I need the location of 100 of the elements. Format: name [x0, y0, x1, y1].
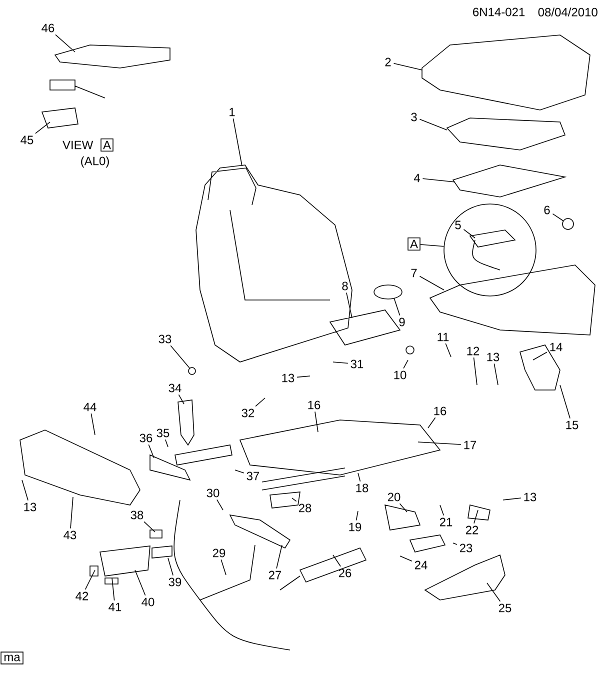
- leader-line: [422, 178, 456, 182]
- callout-number: 27: [268, 570, 282, 580]
- leader-line: [474, 510, 478, 524]
- leader-line: [90, 413, 96, 436]
- leader-line: [332, 362, 348, 364]
- leader-line: [532, 352, 548, 360]
- leader-line: [178, 394, 184, 404]
- callout-number: 9: [399, 318, 405, 326]
- leader-line: [418, 442, 462, 445]
- corner-tag: ma: [0, 652, 24, 664]
- callout-number: 34: [168, 384, 182, 392]
- callout-number: 35: [156, 428, 170, 438]
- drawing-number: 6N14-021: [473, 8, 525, 16]
- callout-number: 3: [411, 112, 417, 122]
- leader-line: [168, 558, 174, 576]
- callout-number: 29: [212, 548, 226, 558]
- callout-number: 7: [411, 268, 417, 278]
- leader-line: [296, 376, 310, 378]
- leader-line: [473, 357, 478, 386]
- callout-number: 38: [130, 510, 144, 520]
- callout-number: 16: [308, 400, 320, 410]
- reference-letter: A: [100, 138, 114, 152]
- reference-letter: A: [408, 237, 420, 251]
- callout-number: 32: [242, 408, 254, 418]
- callout-number: 18: [356, 484, 368, 492]
- leader-line: [486, 582, 501, 602]
- callout-number: 25: [498, 604, 512, 612]
- callout-number: 46: [42, 24, 54, 32]
- callout-number: 30: [206, 488, 220, 498]
- view-label: VIEW: [62, 140, 94, 150]
- leader-line: [560, 384, 570, 419]
- leader-line: [134, 570, 146, 596]
- callout-number: 6: [544, 206, 550, 214]
- leader-line: [216, 499, 224, 510]
- callout-number: 13: [282, 374, 294, 382]
- callout-number: 22: [466, 526, 478, 534]
- leader-line: [419, 118, 448, 130]
- leader-line: [419, 276, 444, 290]
- callout-number: 23: [460, 544, 472, 552]
- callout-number: 13: [524, 492, 536, 502]
- leader-line: [220, 559, 226, 576]
- callout-number: 39: [168, 578, 182, 586]
- leader-line: [255, 398, 266, 407]
- callout-number: 14: [550, 342, 562, 352]
- leader-line: [232, 118, 242, 166]
- callout-number: 41: [108, 602, 122, 612]
- option-code: (AL0): [81, 156, 109, 168]
- leader-line: [170, 345, 190, 368]
- callout-number: 4: [414, 174, 420, 182]
- leader-line: [164, 439, 168, 448]
- callout-number: 5: [455, 220, 461, 230]
- callout-number: 8: [342, 282, 348, 290]
- leader-line: [84, 570, 96, 590]
- leader-line: [358, 472, 361, 482]
- leader-line: [552, 213, 564, 222]
- leader-line: [420, 244, 444, 247]
- leader-line: [400, 556, 412, 562]
- callout-number: 17: [464, 440, 476, 450]
- leader-line: [452, 542, 458, 545]
- leader-line: [276, 544, 282, 569]
- detail-circle: [444, 204, 536, 296]
- leader-line: [55, 34, 76, 52]
- leader-line: [399, 503, 408, 512]
- leader-line: [428, 417, 436, 428]
- callout-number: 28: [298, 504, 312, 512]
- callout-number: 44: [84, 402, 96, 412]
- leader-line: [403, 360, 408, 369]
- leader-line: [445, 343, 452, 358]
- leader-line: [332, 554, 341, 567]
- callout-number: 13: [24, 502, 36, 512]
- leader-line: [440, 504, 444, 516]
- callout-number: 40: [142, 598, 154, 606]
- leader-line: [356, 510, 358, 521]
- leader-line: [393, 62, 422, 70]
- callout-number: 37: [246, 472, 260, 480]
- callout-number: 1: [230, 108, 235, 116]
- callout-number: 43: [64, 530, 76, 540]
- leader-line: [346, 292, 352, 318]
- callout-number: 33: [158, 334, 172, 344]
- callout-number: 11: [438, 332, 449, 342]
- callout-number: 31: [350, 360, 364, 368]
- leader-line: [394, 298, 400, 316]
- callout-number: 15: [566, 420, 578, 430]
- bolt: [188, 367, 196, 375]
- leader-line: [314, 411, 318, 432]
- leader-line: [463, 228, 476, 238]
- leader-line: [292, 498, 297, 502]
- leader-line: [35, 122, 50, 134]
- callout-number: 12: [467, 346, 480, 356]
- leader-line: [22, 480, 28, 501]
- leader-line: [494, 363, 498, 386]
- leader-line: [70, 496, 74, 529]
- callout-number: 2: [385, 58, 391, 66]
- callout-number: 20: [388, 492, 400, 502]
- leader-line: [112, 578, 115, 601]
- callout-number: 45: [20, 136, 34, 144]
- callout-number: 16: [434, 406, 446, 416]
- leader-line: [502, 498, 522, 500]
- leader-line: [234, 470, 244, 474]
- date: 08/04/2010: [538, 8, 598, 16]
